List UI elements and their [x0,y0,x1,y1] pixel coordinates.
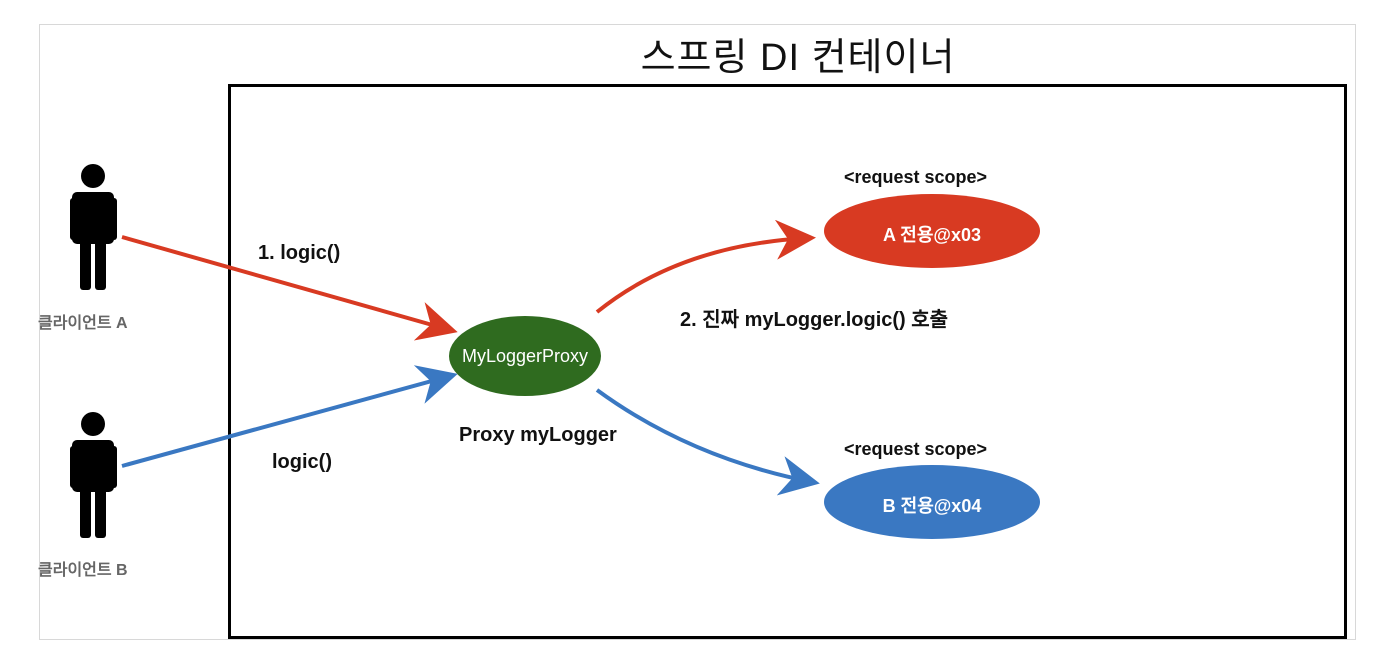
arrow-proxy-to-instance-b [595,388,820,496]
outer-frame [39,24,1356,640]
client-b-label: 클라이언트 B [38,562,128,579]
proxy-caption: Proxy myLogger [459,424,617,446]
message-real-call: 2. 진짜 myLogger.logic() 호출 [680,309,949,331]
instance-a-label: A 전용@x03 [882,225,982,245]
message-b-call: logic() [272,451,332,473]
instance-b-scope: <request scope> [844,439,988,459]
spring-di-container-box [228,84,1347,639]
arrow-proxy-to-instance-a [595,219,816,314]
arrow-client-a-to-proxy [121,235,458,341]
person-a-icon [70,164,117,290]
container-title: 스프링 DI 컨테이너 [640,37,956,79]
message-a-call: 1. logic() [258,242,341,264]
instance-b-node [824,465,1040,539]
arrow-client-b-to-proxy [121,365,458,468]
instance-b-label: B 전용@x04 [882,496,982,516]
instance-a-node [824,194,1040,268]
person-b-icon [70,412,117,538]
proxy-node [449,316,601,396]
client-a-label: 클라이언트 A [38,315,128,332]
instance-a-scope: <request scope> [844,167,988,187]
proxy-node-label: MyLoggerProxy [461,346,589,366]
